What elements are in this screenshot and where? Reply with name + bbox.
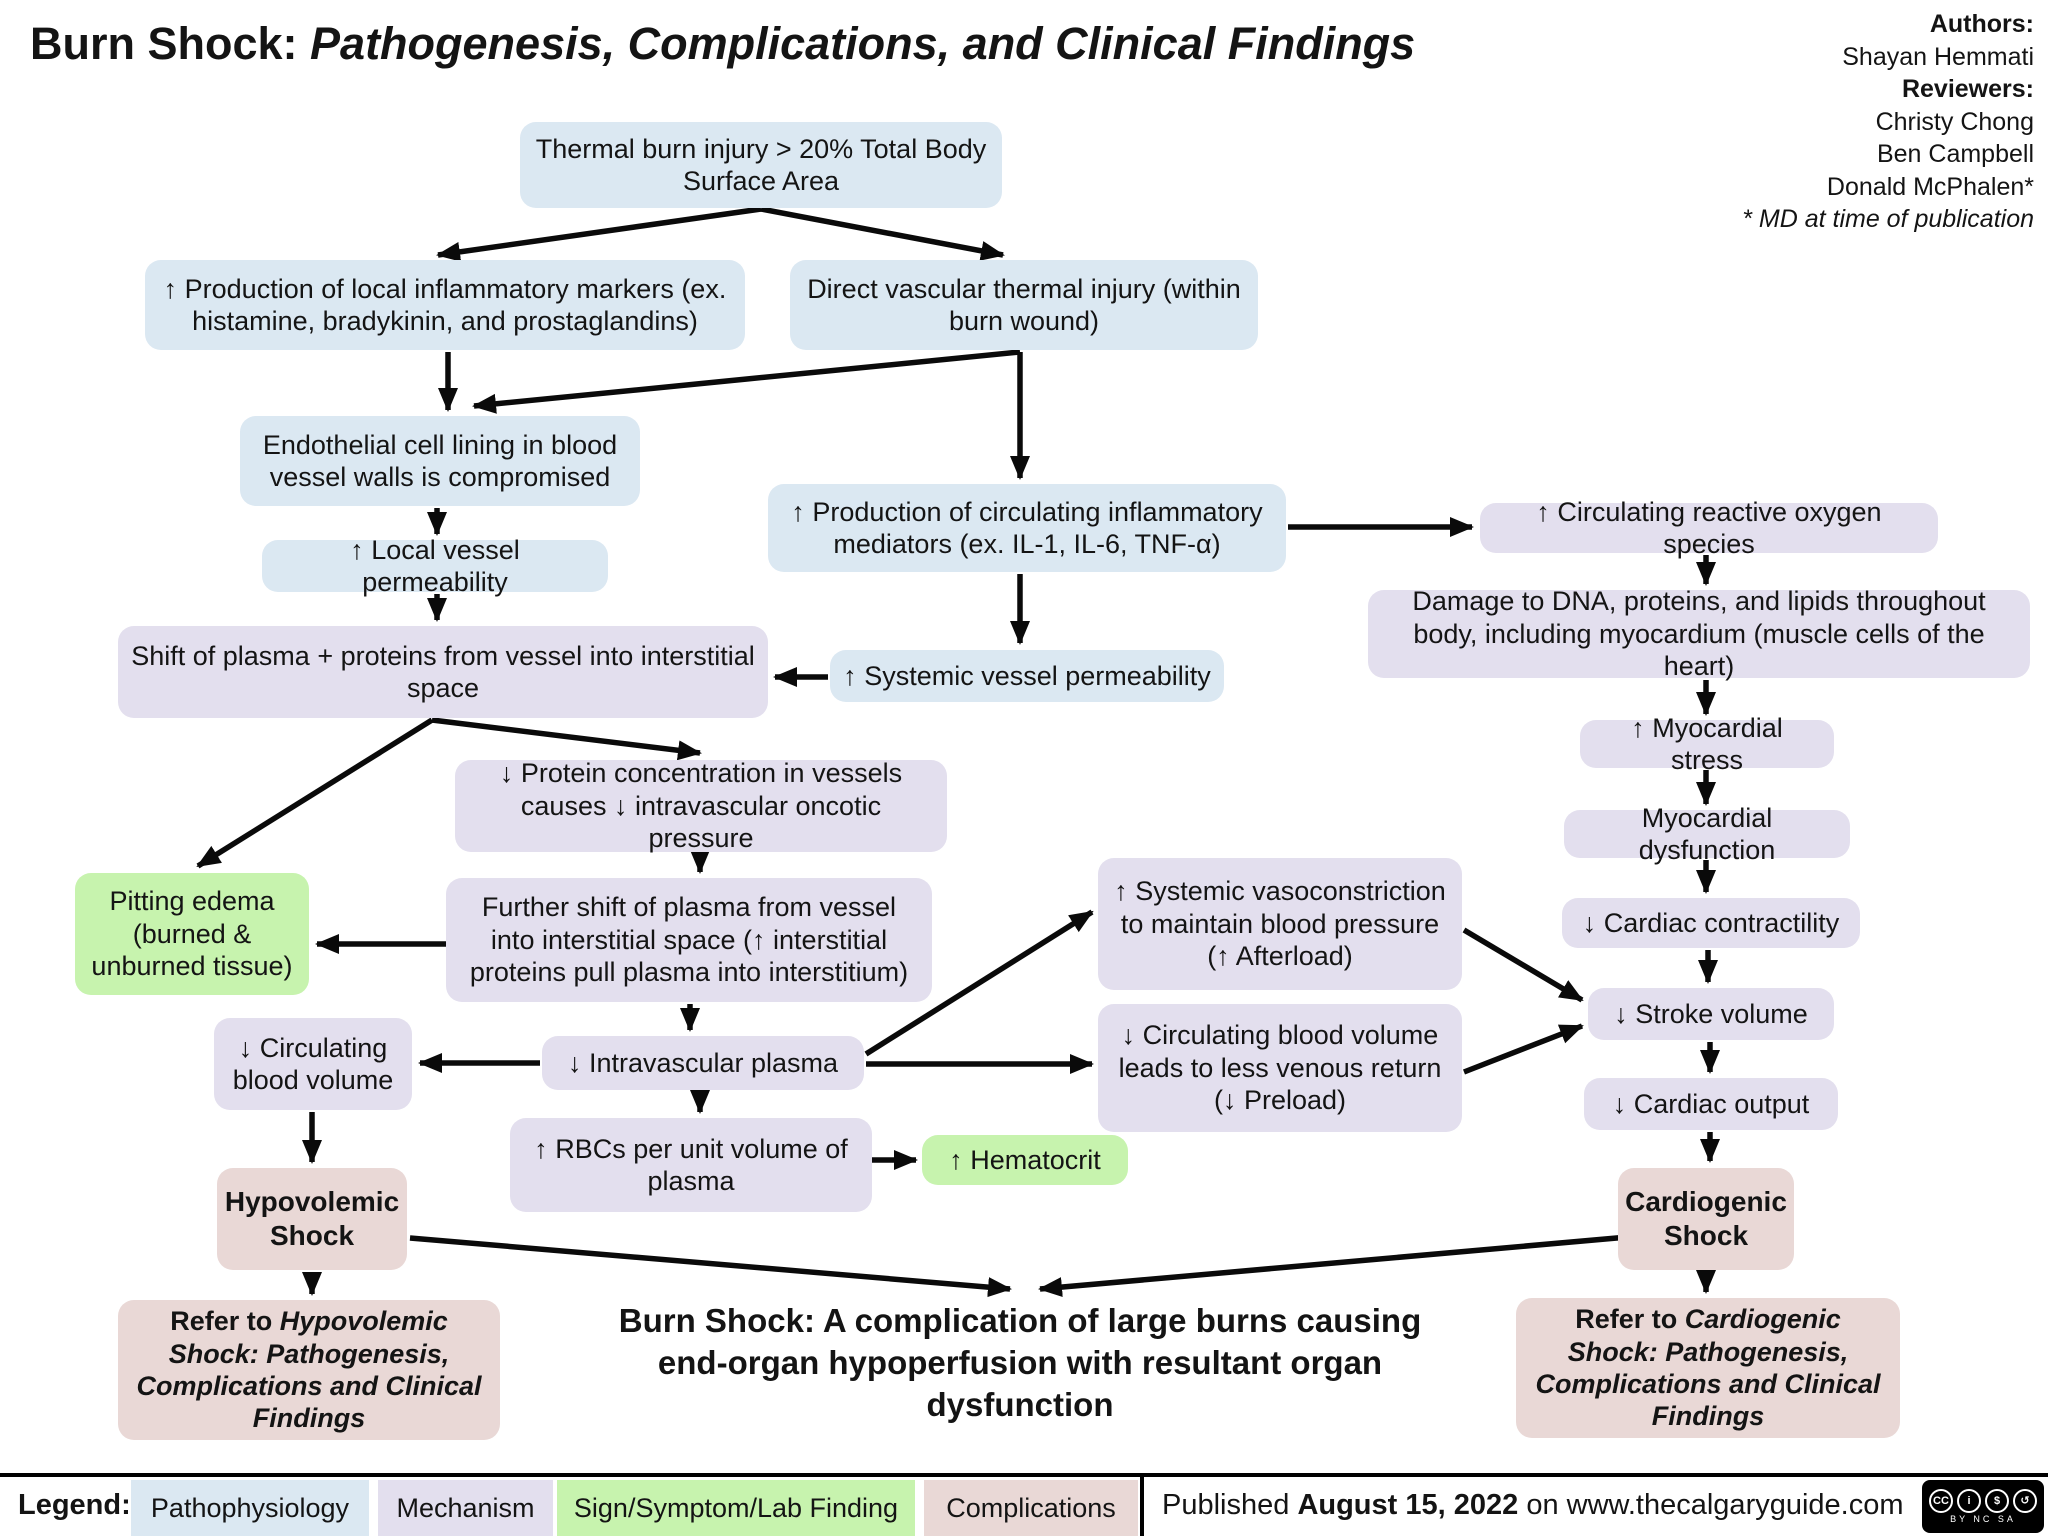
cc-icon: CC bbox=[1929, 1489, 1953, 1513]
node-dna-protein-lipid-damage: Damage to DNA, proteins, and lipids thro… bbox=[1368, 586, 2030, 681]
node-myocardial-dysfunction: Myocardial dysfunction bbox=[1564, 803, 1850, 865]
node-cardiogenic-shock: Cardiogenic Shock bbox=[1618, 1168, 1794, 1270]
credits-block: Authors: Shayan Hemmati Reviewers: Chris… bbox=[1742, 8, 2034, 236]
reviewer-name: Christy Chong bbox=[1875, 107, 2034, 136]
burn-shock-definition: Burn Shock: A complication of large burn… bbox=[618, 1302, 1422, 1424]
node-protein-concentration: ↓ Protein concentration in vessels cause… bbox=[455, 758, 947, 853]
node-intravascular-plasma: ↓ Intravascular plasma bbox=[542, 1036, 864, 1090]
reviewer-name: Ben Campbell bbox=[1876, 140, 2034, 168]
legend-item-mechanism: Mechanism bbox=[378, 1480, 553, 1536]
legend-bar: Legend: Pathophysiology Mechanism Sign/S… bbox=[0, 1473, 2048, 1536]
node-systemic-vessel-permeability: ↑ Systemic vessel permeability bbox=[830, 650, 1224, 702]
published-prefix: Published bbox=[1162, 1489, 1298, 1521]
node-local-vessel-permeability: ↑ Local vessel permeability bbox=[262, 535, 608, 597]
node-reactive-oxygen-species: ↑ Circulating reactive oxygen species bbox=[1480, 497, 1938, 559]
page-title: Burn Shock: Pathogenesis, Complications,… bbox=[30, 18, 1415, 70]
node-myocardial-stress: ↑ Myocardial stress bbox=[1580, 713, 1834, 775]
node-endothelial-compromised: Endothelial cell lining in blood vessel … bbox=[240, 416, 640, 506]
refer-title: Cardiogenic Shock: Pathogenesis, Complic… bbox=[1535, 1304, 1881, 1432]
node-pitting-edema: Pitting edema (burned & unburned tissue) bbox=[75, 873, 309, 995]
legend-item-sign-symptom-lab: Sign/Symptom/Lab Finding bbox=[557, 1480, 915, 1536]
published-date: August 15, 2022 bbox=[1297, 1489, 1519, 1521]
legend-item-complications: Complications bbox=[924, 1480, 1138, 1536]
node-stroke-volume: ↓ Stroke volume bbox=[1588, 988, 1834, 1040]
refer-prefix: Refer to bbox=[1575, 1304, 1685, 1335]
node-further-plasma-shift: Further shift of plasma from vessel into… bbox=[446, 878, 932, 1002]
cc-sa-icon: ↺ bbox=[2013, 1489, 2037, 1513]
published-line: Published August 15, 2022 on www.thecalg… bbox=[1162, 1489, 1904, 1522]
node-circulating-blood-volume: ↓ Circulating blood volume bbox=[214, 1018, 412, 1110]
refer-prefix: Refer to bbox=[170, 1306, 280, 1337]
page-title-main: Burn Shock: bbox=[30, 18, 298, 69]
node-cardiac-contractility: ↓ Cardiac contractility bbox=[1562, 898, 1860, 948]
node-cardiac-output: ↓ Cardiac output bbox=[1584, 1078, 1838, 1130]
published-site: on www.thecalgaryguide.com bbox=[1518, 1489, 1904, 1521]
refer-title: Hypovolemic Shock: Pathogenesis, Complic… bbox=[136, 1306, 482, 1434]
cc-by-icon: i bbox=[1957, 1489, 1981, 1513]
credits-note: * MD at time of publication bbox=[1742, 205, 2034, 233]
node-systemic-vasoconstriction: ↑ Systemic vasoconstriction to maintain … bbox=[1098, 858, 1462, 990]
creative-commons-badge: CC i $ ↺ BY NC SA bbox=[1922, 1480, 2044, 1533]
node-circulating-mediators: ↑ Production of circulating inflammatory… bbox=[768, 484, 1286, 572]
node-less-venous-return: ↓ Circulating blood volume leads to less… bbox=[1098, 1004, 1462, 1132]
node-shift-plasma-proteins: Shift of plasma + proteins from vessel i… bbox=[118, 626, 768, 718]
legend-item-pathophysiology: Pathophysiology bbox=[131, 1480, 369, 1536]
reviewers-label: Reviewers: bbox=[1901, 75, 2034, 103]
node-local-inflammatory-markers: ↑ Production of local inflammatory marke… bbox=[145, 260, 745, 350]
reviewer-name: Donald McPhalen* bbox=[1826, 172, 2034, 201]
cc-terms-label: BY NC SA bbox=[1950, 1514, 2016, 1524]
legend-label: Legend: bbox=[18, 1489, 131, 1521]
node-hematocrit: ↑ Hematocrit bbox=[922, 1135, 1128, 1185]
node-refer-cardiogenic-shock: Refer to Cardiogenic Shock: Pathogenesis… bbox=[1516, 1298, 1900, 1438]
page-title-subtitle: Pathogenesis, Complications, and Clinica… bbox=[297, 18, 1416, 69]
legend-divider bbox=[1140, 1477, 1144, 1536]
author-name: Shayan Hemmati bbox=[1842, 42, 2034, 71]
node-hypovolemic-shock: Hypovolemic Shock bbox=[217, 1168, 407, 1270]
node-refer-hypovolemic-shock: Refer to Hypovolemic Shock: Pathogenesis… bbox=[118, 1300, 500, 1440]
cc-nc-icon: $ bbox=[1985, 1489, 2009, 1513]
node-rbc-per-plasma-volume: ↑ RBCs per unit volume of plasma bbox=[510, 1118, 872, 1212]
node-direct-vascular-injury: Direct vascular thermal injury (within b… bbox=[790, 260, 1258, 350]
node-thermal-burn-injury: Thermal burn injury > 20% Total Body Sur… bbox=[520, 122, 1002, 208]
authors-label: Authors: bbox=[1929, 10, 2034, 38]
